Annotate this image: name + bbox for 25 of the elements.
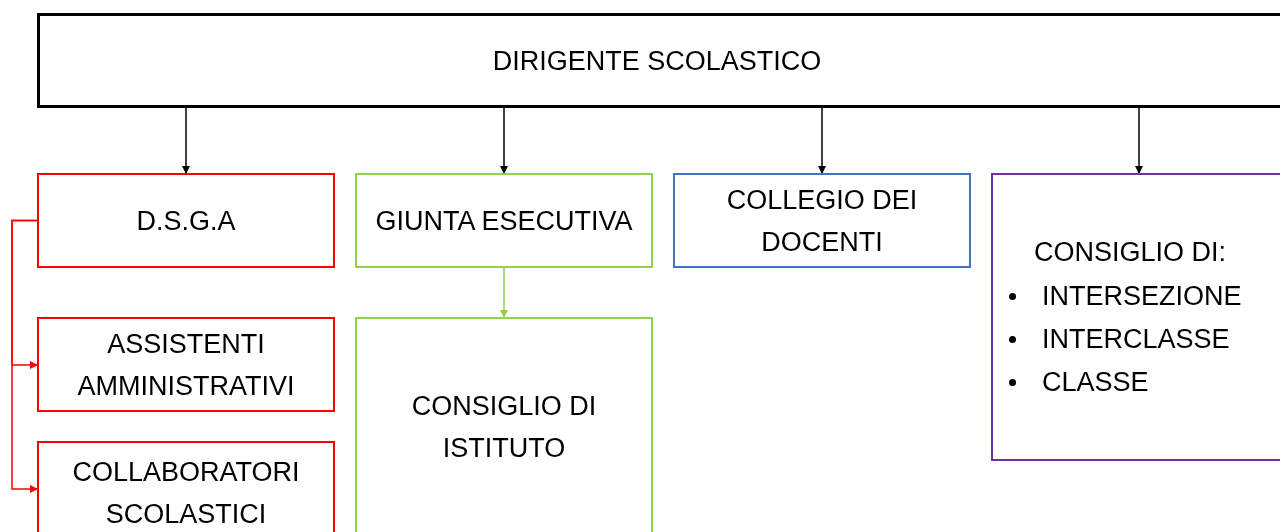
arrow bbox=[500, 267, 508, 318]
box-label: COLLEGIO DEI DOCENTI bbox=[725, 183, 919, 259]
arrow bbox=[818, 107, 826, 174]
org-box bbox=[37, 13, 1280, 108]
arrow bbox=[11, 219, 38, 493]
org-box bbox=[37, 173, 335, 268]
org-box bbox=[991, 173, 1280, 461]
list-item: INTERSEZIONE bbox=[1042, 279, 1242, 313]
org-box bbox=[355, 317, 653, 532]
box-label: D.S.G.A bbox=[136, 204, 236, 238]
arrow bbox=[500, 107, 508, 174]
list-item: CLASSE bbox=[1042, 365, 1149, 399]
arrow bbox=[1135, 107, 1143, 174]
box-label: ASSISTENTI AMMINISTRATIVI bbox=[76, 327, 296, 403]
arrow bbox=[182, 107, 190, 174]
box-label: GIUNTA ESECUTIVA bbox=[375, 204, 633, 238]
org-box bbox=[355, 173, 653, 268]
org-box bbox=[37, 441, 335, 532]
org-box bbox=[37, 317, 335, 412]
box-label: DIRIGENTE SCOLASTICO bbox=[492, 44, 822, 78]
list-item: INTERCLASSE bbox=[1042, 322, 1230, 356]
org-box bbox=[673, 173, 971, 268]
box-label: CONSIGLIO DI ISTITUTO bbox=[410, 390, 598, 465]
box-label: COLLABORATORI SCOLASTICI bbox=[71, 456, 301, 531]
box-label: CONSIGLIO DI: bbox=[1033, 235, 1226, 269]
